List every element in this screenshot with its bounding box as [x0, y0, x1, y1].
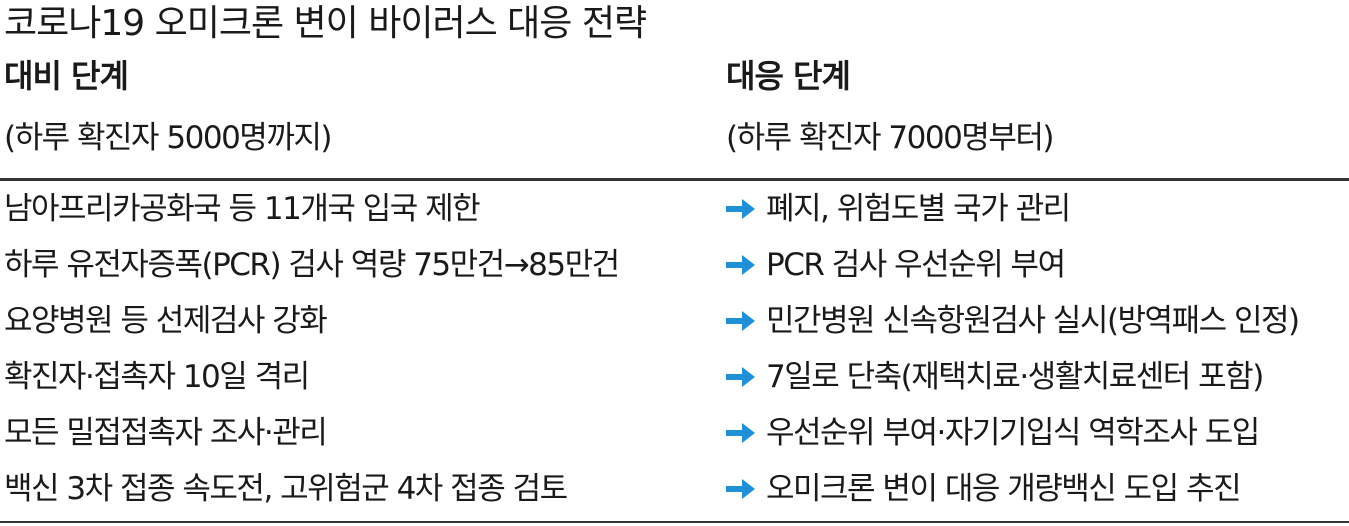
prep-cell: 하루 유전자증폭(PCR) 검사 역량 75만건→85만건 [4, 247, 620, 283]
response-text: 7일로 단축(재택치료·생활치료센터 포함) [766, 359, 1264, 395]
prep-cell: 확진자·접촉자 10일 격리 [4, 359, 310, 395]
arrow-right-icon [726, 423, 755, 443]
right-subheader: (하루 확진자 7000명부터) [726, 120, 1054, 156]
response-cell: PCR 검사 우선순위 부여 [726, 237, 1066, 293]
left-column-header: 대비 단계 (하루 확진자 5000명까지) [4, 56, 332, 158]
table-body: 남아프리카공화국 등 11개국 입국 제한 폐지, 위험도별 국가 관리 하루 … [0, 181, 1349, 517]
table-row: 모든 밀접접촉자 조사·관리 우선순위 부여·자기기입식 역학조사 도입 [0, 405, 1349, 461]
response-text: 폐지, 위험도별 국가 관리 [766, 191, 1071, 227]
table-row: 하루 유전자증폭(PCR) 검사 역량 75만건→85만건 PCR 검사 우선순… [0, 237, 1349, 293]
page-title: 코로나19 오미크론 변이 바이러스 대응 전략 [4, 3, 647, 44]
prep-cell: 백신 3차 접종 속도전, 고위험군 4차 접종 검토 [4, 471, 568, 507]
arrow-right-icon [726, 255, 755, 275]
prep-cell: 남아프리카공화국 등 11개국 입국 제한 [4, 191, 481, 227]
prep-cell: 요양병원 등 선제검사 강화 [4, 303, 328, 339]
arrow-right-icon [726, 199, 755, 219]
arrow-right-icon [726, 367, 755, 387]
left-header: 대비 단계 [4, 57, 129, 95]
table-row: 남아프리카공화국 등 11개국 입국 제한 폐지, 위험도별 국가 관리 [0, 181, 1349, 237]
right-column-header: 대응 단계 (하루 확진자 7000명부터) [726, 56, 1054, 158]
response-cell: 민간병원 신속항원검사 실시(방역패스 인정) [726, 293, 1300, 349]
arrow-right-icon [726, 311, 755, 331]
top-divider [0, 178, 1349, 181]
response-text: 우선순위 부여·자기기입식 역학조사 도입 [766, 415, 1260, 451]
left-subheader: (하루 확진자 5000명까지) [4, 120, 332, 156]
response-cell: 오미크론 변이 대응 개량백신 도입 추진 [726, 461, 1242, 517]
table-row: 백신 3차 접종 속도전, 고위험군 4차 접종 검토 오미크론 변이 대응 개… [0, 461, 1349, 517]
bottom-divider [0, 521, 1349, 523]
prep-cell: 모든 밀접접촉자 조사·관리 [4, 415, 328, 451]
arrow-right-icon [726, 479, 755, 499]
response-text: 민간병원 신속항원검사 실시(방역패스 인정) [766, 303, 1300, 339]
response-text: PCR 검사 우선순위 부여 [766, 247, 1066, 283]
response-text: 오미크론 변이 대응 개량백신 도입 추진 [766, 471, 1242, 507]
response-cell: 우선순위 부여·자기기입식 역학조사 도입 [726, 405, 1260, 461]
response-cell: 폐지, 위험도별 국가 관리 [726, 181, 1071, 237]
right-header: 대응 단계 [726, 57, 851, 95]
table-row: 요양병원 등 선제검사 강화 민간병원 신속항원검사 실시(방역패스 인정) [0, 293, 1349, 349]
table-row: 확진자·접촉자 10일 격리 7일로 단축(재택치료·생활치료센터 포함) [0, 349, 1349, 405]
response-cell: 7일로 단축(재택치료·생활치료센터 포함) [726, 349, 1264, 405]
